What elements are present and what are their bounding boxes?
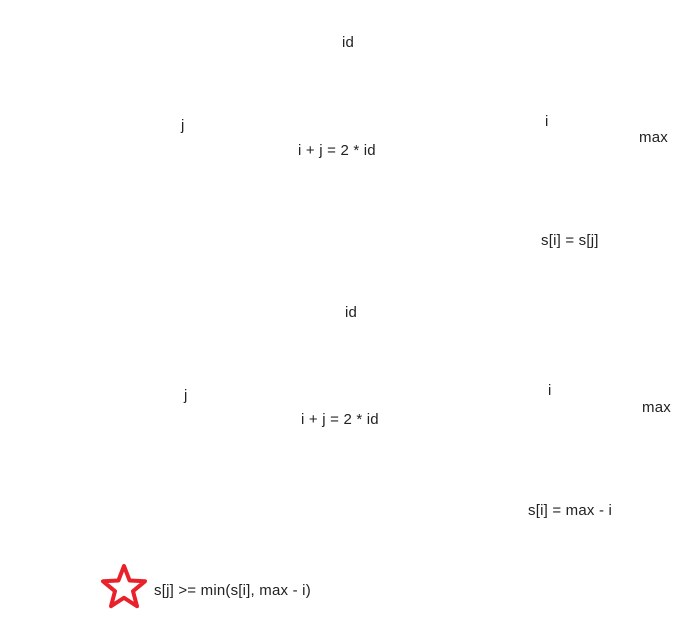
symmetry-equation: i + j = 2 * id xyxy=(301,411,379,428)
index-i-label: i xyxy=(548,382,552,399)
case-condition: s[i] = s[j] xyxy=(541,232,599,249)
center-id-label: id xyxy=(345,304,358,321)
max-boundary-label: max xyxy=(639,129,668,146)
center-id-label: id xyxy=(342,34,355,51)
symmetry-equation: i + j = 2 * id xyxy=(298,142,376,159)
mirror-j-label: j xyxy=(181,117,185,134)
conclusion-formula: s[j] >= min(s[i], max - i) xyxy=(154,582,311,599)
index-i-label: i xyxy=(545,113,549,130)
star-icon xyxy=(101,564,147,609)
max-boundary-label: max xyxy=(642,399,671,416)
mirror-j-label: j xyxy=(184,387,188,404)
case-condition: s[i] = max - i xyxy=(528,502,613,519)
